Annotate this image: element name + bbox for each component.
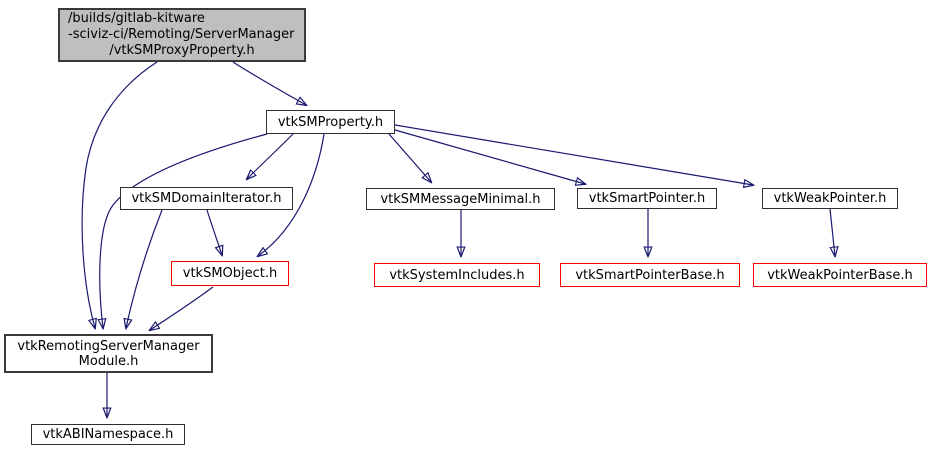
node-vtkRemotingServerManagerModule[interactable]: vtkRemotingServerManager Module.h bbox=[4, 334, 213, 373]
node-vtkSystemIncludes[interactable]: vtkSystemIncludes.h bbox=[374, 263, 540, 287]
edge-smproperty-weakpointer bbox=[394, 124, 753, 185]
edge-smproperty-domainiterator bbox=[247, 133, 294, 179]
node-vtkABINamespace[interactable]: vtkABINamespace.h bbox=[31, 424, 185, 445]
node-vtkSMObject[interactable]: vtkSMObject.h bbox=[171, 261, 289, 286]
node-label: vtkSmartPointer.h bbox=[588, 191, 706, 206]
node-vtkSmartPointer[interactable]: vtkSmartPointer.h bbox=[577, 188, 717, 209]
edge-weakpointer-weakpointerbase bbox=[830, 208, 835, 256]
node-label: vtkSmartPointerBase.h bbox=[575, 267, 725, 283]
node-label: vtkSMObject.h bbox=[182, 266, 278, 281]
node-vtkSMProperty[interactable]: vtkSMProperty.h bbox=[266, 110, 395, 134]
edge-smproperty-module bbox=[100, 133, 268, 328]
edge-domainiterator-module bbox=[126, 209, 163, 328]
node-vtkSMDomainIterator[interactable]: vtkSMDomainIterator.h bbox=[120, 187, 293, 210]
node-label: vtkWeakPointer.h bbox=[773, 191, 887, 206]
node-label-line: Module.h bbox=[78, 353, 139, 369]
node-vtkSMMessageMinimal[interactable]: vtkSMMessageMinimal.h bbox=[366, 188, 555, 210]
node-label-line: -sciviz-ci/Remoting/ServerManager bbox=[68, 27, 295, 42]
edge-domainiterator-smobject bbox=[206, 209, 222, 255]
edge-smobject-module bbox=[150, 286, 214, 330]
edge-smproperty-smartpointer bbox=[394, 129, 585, 184]
node-vtkWeakPointer[interactable]: vtkWeakPointer.h bbox=[762, 188, 898, 209]
node-label: vtkSMProperty.h bbox=[277, 114, 384, 130]
node-label-line: vtkRemotingServerManager bbox=[17, 338, 200, 354]
edge-proxy-module bbox=[81, 61, 158, 328]
node-vtkSmartPointerBase[interactable]: vtkSmartPointerBase.h bbox=[560, 263, 740, 287]
edge-smproperty-smobject bbox=[258, 133, 325, 256]
node-label-line: /builds/gitlab-kitware bbox=[68, 11, 205, 26]
node-label: vtkSMDomainIterator.h bbox=[131, 191, 282, 206]
node-label: vtkSystemIncludes.h bbox=[389, 267, 525, 283]
edge-proxy-smproperty bbox=[232, 61, 306, 105]
node-label: vtkWeakPointerBase.h bbox=[767, 267, 913, 283]
node-vtkSMProxyProperty[interactable]: /builds/gitlab-kitware -sciviz-ci/Remoti… bbox=[58, 8, 306, 62]
node-label: vtkABINamespace.h bbox=[42, 427, 174, 442]
node-vtkWeakPointerBase[interactable]: vtkWeakPointerBase.h bbox=[753, 263, 927, 287]
node-label-line: /vtkSMProxyProperty.h bbox=[109, 43, 255, 58]
node-label: vtkSMMessageMinimal.h bbox=[380, 191, 541, 207]
edge-smproperty-messageminimal bbox=[388, 133, 431, 182]
